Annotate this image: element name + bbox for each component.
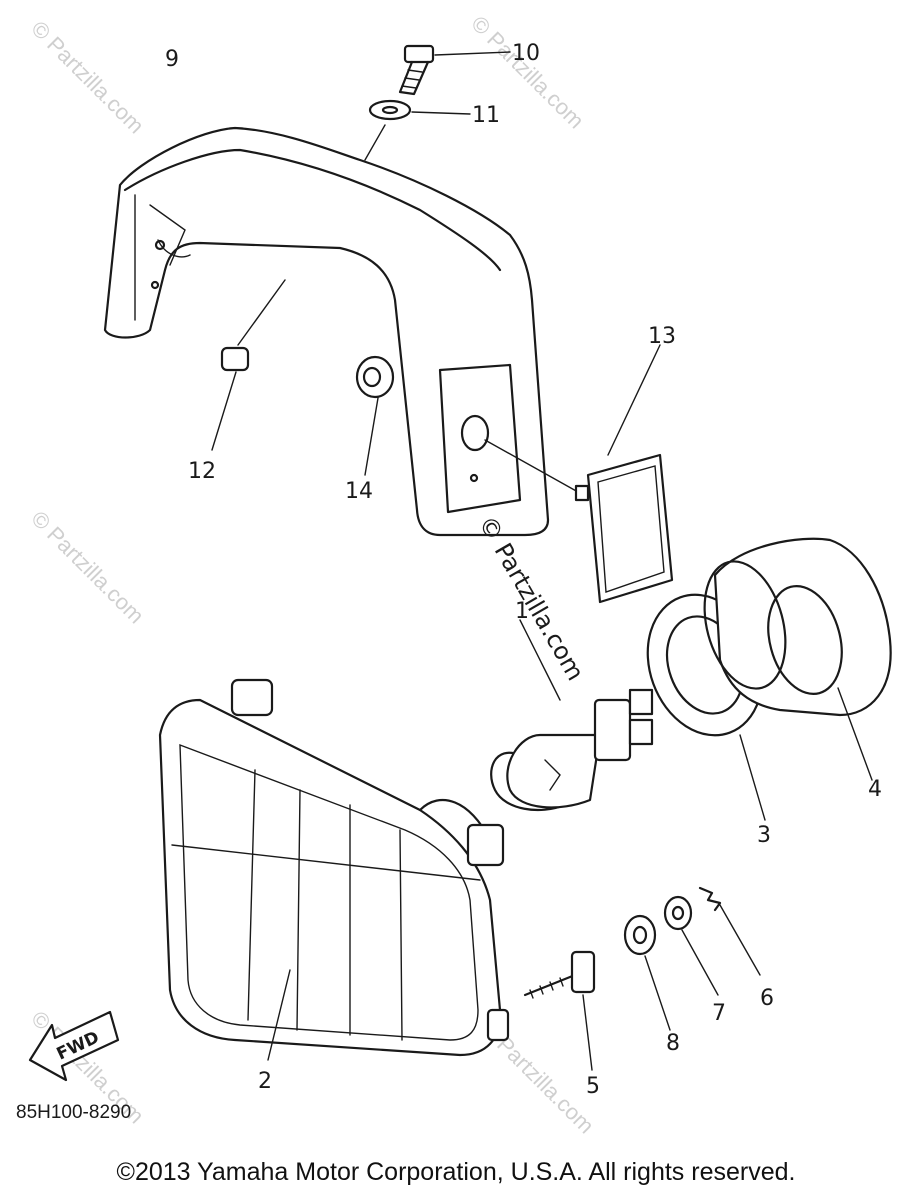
label-part-9: 9: [165, 47, 179, 72]
watermark-1: © Partzilla.com: [26, 16, 149, 139]
label-part-4: 4: [868, 777, 882, 802]
label-part-11: 11: [472, 103, 500, 128]
label-part-13: 13: [648, 324, 676, 349]
watermark-3: © Partzilla.com: [26, 506, 149, 629]
label-part-7: 7: [712, 1001, 726, 1026]
bushing: [623, 914, 671, 1031]
headlight-unit: [158, 678, 510, 1061]
label-part-6: 6: [760, 986, 774, 1011]
spring-clip: [698, 886, 761, 976]
label-part-5: 5: [586, 1074, 600, 1099]
washer: [364, 99, 471, 161]
socket-cover: [703, 537, 892, 781]
label-part-3: 3: [757, 823, 771, 848]
label-part-12: 12: [188, 459, 216, 484]
label-part-2: 2: [258, 1069, 272, 1094]
label-part-10: 10: [512, 41, 540, 66]
reflector: [484, 344, 674, 604]
watermark-center: © Partzilla.com: [473, 511, 590, 685]
drawing-code: 85H100-8290: [16, 1102, 131, 1123]
nut: [663, 895, 719, 996]
bulb: [490, 619, 654, 812]
label-part-14: 14: [345, 479, 373, 504]
headlight-cover: [103, 126, 550, 537]
grommet-14: [355, 355, 395, 476]
label-part-8: 8: [666, 1031, 680, 1056]
label-part-1: 1: [515, 599, 529, 624]
bolt: [398, 44, 511, 96]
grommet-12: [211, 279, 286, 451]
part-labels: 1 2 3 4 5 6 7 8 9 10 11 12 13 14: [165, 41, 882, 1099]
adjusting-screw: [523, 950, 596, 1071]
copyright-notice: ©2013 Yamaha Motor Corporation, U.S.A. A…: [116, 1158, 796, 1186]
